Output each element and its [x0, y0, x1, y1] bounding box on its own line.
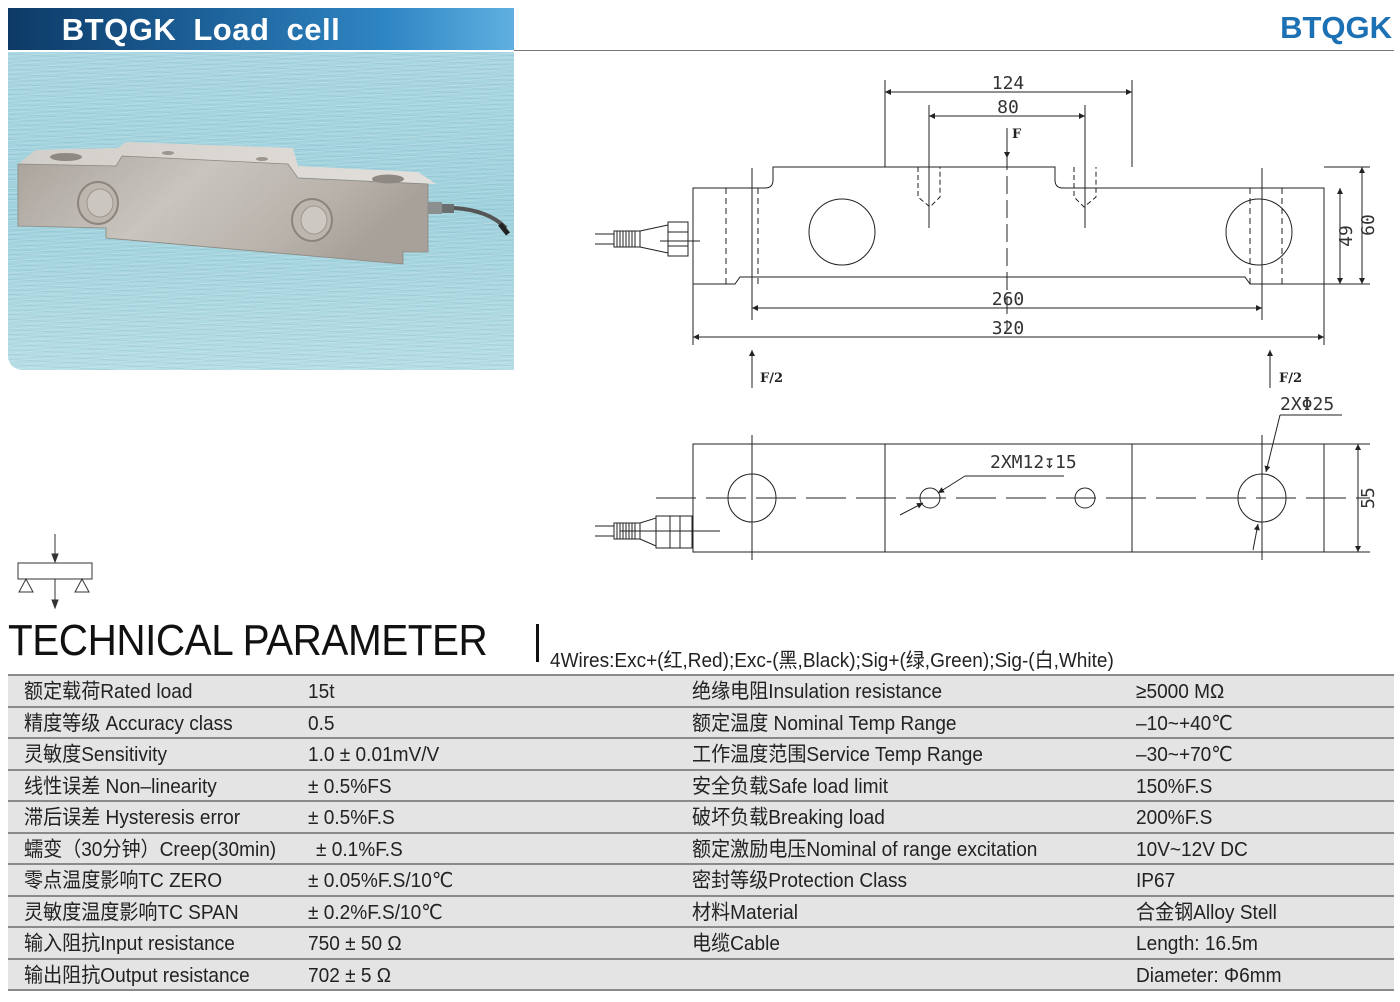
param-label: 破坏负载Breaking load	[692, 806, 885, 829]
param-label: 工作温度范围Service Temp Range	[692, 743, 984, 766]
param-value: ± 0.5%F.S	[308, 806, 395, 829]
table-row: 精度等级 Accuracy class 0.5 额定温度 Nominal Tem…	[8, 705, 1394, 737]
banner-title: BTQGK Load cell	[61, 12, 341, 47]
threads-label: 2XM12↧15	[990, 452, 1077, 473]
table-row: 输出阻抗Output resistance 702 ± 5 Ω Diameter…	[8, 957, 1394, 991]
reaction-left-label: F/2	[760, 371, 783, 386]
param-value: 702 ± 5 Ω	[308, 963, 392, 987]
param-value: IP67	[1136, 869, 1176, 892]
force-label: F	[1012, 127, 1022, 142]
simply-supported-beam-icon	[17, 534, 93, 610]
param-label: 蠕变（30分钟）Creep(30min)	[24, 837, 277, 861]
dim-124: 124	[992, 73, 1025, 94]
param-label: 线性误差 Non–linearity	[24, 774, 217, 798]
param-label: 输入阻抗Input resistance	[24, 932, 235, 955]
param-label: 额定载荷Rated load	[24, 680, 193, 703]
product-photo	[8, 52, 514, 370]
table-row: 蠕变（30分钟）Creep(30min) ± 0.1%F.S 额定激励电压Nom…	[8, 831, 1394, 863]
param-value: ± 0.2%F.S/10℃	[308, 900, 443, 924]
param-label: 电缆Cable	[692, 932, 780, 955]
param-label: 额定激励电压Nominal of range excitation	[692, 837, 1038, 861]
param-value: 15t	[308, 680, 335, 703]
param-value: Diameter: Φ6mm	[1136, 963, 1282, 987]
technical-drawing: 124 80 260 320 49 60 55 2XΦ25 2XM12↧15 F…	[590, 60, 1396, 560]
table-row: 滞后误差 Hysteresis error ± 0.5%F.S 破坏负载Brea…	[8, 800, 1394, 832]
param-value: 1.0 ± 0.01mV/V	[308, 743, 440, 766]
param-value: ± 0.5%FS	[308, 774, 392, 798]
table-row: 输入阻抗Input resistance 750 ± 50 Ω 电缆Cable …	[8, 926, 1394, 958]
reaction-right-label: F/2	[1279, 371, 1302, 386]
param-label: 灵敏度温度影响TC SPAN	[24, 900, 239, 924]
param-value: 150%F.S	[1136, 774, 1213, 798]
header-rule	[514, 50, 1394, 51]
param-label: 额定温度 Nominal Temp Range	[692, 711, 957, 735]
param-label: 材料Material	[692, 900, 798, 924]
dim-60: 60	[1358, 214, 1379, 236]
dim-320: 320	[992, 318, 1025, 339]
param-value: 0.5	[308, 711, 335, 735]
param-value: –30~+70℃	[1136, 743, 1233, 766]
parameter-table: 额定载荷Rated load 15t 绝缘电阻Insulation resist…	[8, 674, 1394, 991]
dim-55: 55	[1358, 487, 1379, 509]
table-row: 额定载荷Rated load 15t 绝缘电阻Insulation resist…	[8, 674, 1394, 706]
param-value: ± 0.05%F.S/10℃	[308, 869, 454, 892]
param-label: 零点温度影响TC ZERO	[24, 869, 223, 892]
dim-260: 260	[992, 289, 1025, 310]
param-label: 密封等级Protection Class	[692, 869, 908, 892]
param-label: 输出阻抗Output resistance	[24, 963, 250, 987]
param-value: ± 0.1%F.S	[316, 837, 403, 861]
table-row: 灵敏度温度影响TC SPAN ± 0.2%F.S/10℃ 材料Material …	[8, 894, 1394, 926]
param-label: 滞后误差 Hysteresis error	[24, 806, 241, 829]
dim-80: 80	[997, 97, 1019, 118]
section-title: TECHNICAL PARAMETER	[8, 616, 488, 665]
brand-logo: BTQGK	[1280, 10, 1392, 45]
param-value: 10V~12V DC	[1136, 837, 1248, 861]
param-value: 合金钢Alloy Stell	[1136, 900, 1277, 924]
table-row: 线性误差 Non–linearity ± 0.5%FS 安全负载Safe loa…	[8, 768, 1394, 800]
param-label: 安全负载Safe load limit	[692, 774, 889, 798]
dimension-drawing-icon: 124 80 260 320 49 60 55 2XΦ25 2XM12↧15 F…	[595, 73, 1379, 560]
title-divider	[536, 624, 539, 662]
table-row: 灵敏度Sensitivity 1.0 ± 0.01mV/V 工作温度范围Serv…	[8, 737, 1394, 769]
holes-label: 2XΦ25	[1280, 394, 1334, 415]
wire-color-legend: 4Wires:Exc+(红,Red);Exc-(黑,Black);Sig+(绿,…	[550, 650, 1114, 672]
param-label: 精度等级 Accuracy class	[24, 711, 233, 735]
title-banner: BTQGK Load cell	[8, 8, 514, 50]
param-value: Length: 16.5m	[1136, 932, 1258, 955]
param-value: 200%F.S	[1136, 806, 1213, 829]
beam-load-diagram	[14, 532, 96, 610]
param-value: 750 ± 50 Ω	[308, 932, 402, 955]
table-row: 零点温度影响TC ZERO ± 0.05%F.S/10℃ 密封等级Protect…	[8, 863, 1394, 895]
dim-49: 49	[1336, 225, 1357, 247]
param-label: 灵敏度Sensitivity	[24, 743, 168, 766]
param-value: ≥5000 MΩ	[1136, 680, 1225, 703]
param-value: –10~+40℃	[1136, 711, 1233, 735]
load-cell-image-icon	[17, 142, 510, 265]
param-label: 绝缘电阻Insulation resistance	[692, 680, 943, 703]
